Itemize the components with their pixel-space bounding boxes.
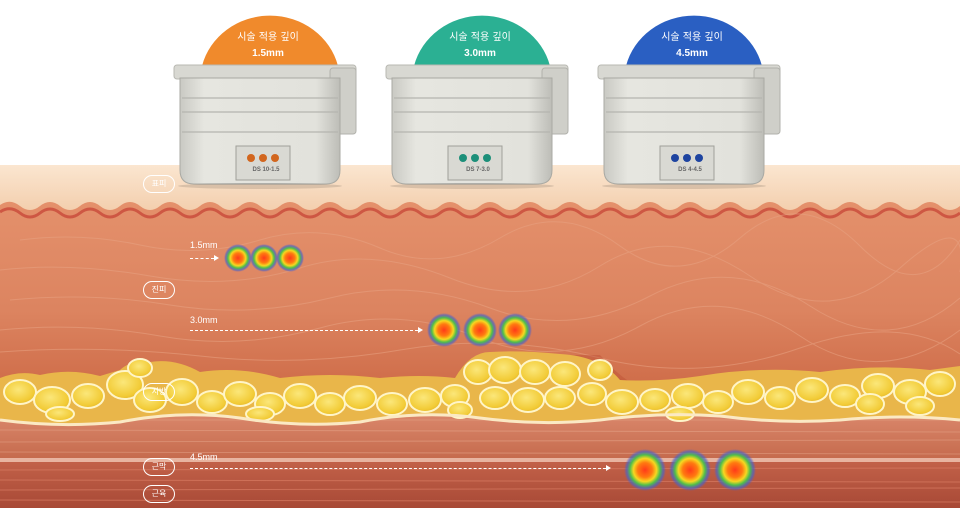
fat-cell — [639, 388, 671, 412]
depth-marker-1-label: 1.5mm — [190, 240, 218, 250]
fat-cell — [924, 371, 956, 397]
muscle-layer — [0, 458, 960, 508]
fat-cell — [196, 390, 228, 414]
cartridge-1-code: DS 10-1.5 — [252, 167, 280, 173]
cartridge-dome — [414, 15, 550, 67]
fat-cell — [764, 386, 796, 410]
cartridge-3-depth: 4.5mm — [676, 48, 708, 59]
fat-cell — [3, 379, 37, 405]
cartridge-dome — [626, 15, 762, 66]
fat-cell — [587, 359, 613, 381]
cartridge-indicator-dot — [247, 154, 255, 162]
focal-point — [427, 313, 461, 347]
fat-cell — [795, 377, 829, 403]
depth-marker-1-line — [190, 258, 214, 259]
cartridge-indicator-dot — [471, 154, 479, 162]
depth-marker-3-line — [190, 468, 606, 469]
focal-point — [714, 449, 756, 491]
fat-cell — [905, 396, 935, 416]
focal-point — [463, 313, 497, 347]
layer-label-dermis: 진피 — [143, 281, 175, 299]
cartridge-1-title: 시술 적용 깊이 1.5mm — [198, 28, 338, 59]
cartridge-indicator-dot — [695, 154, 703, 162]
cartridge-1 — [173, 15, 357, 189]
cartridge-3-code: DS 4-4.5 — [678, 167, 702, 173]
cartridge-indicator-dot — [259, 154, 267, 162]
cartridge-body — [391, 77, 553, 185]
cartridge-indicator-dot — [683, 154, 691, 162]
depth-marker-2-line — [190, 330, 418, 331]
fat-cell — [408, 387, 442, 413]
cartridge-indicator-dot — [483, 154, 491, 162]
focal-point — [624, 449, 666, 491]
fat-cell — [479, 386, 511, 410]
cartridge-1-depth: 1.5mm — [252, 48, 284, 59]
cartridge-2-title: 시술 적용 깊이 3.0mm — [410, 28, 550, 59]
fat-cell — [314, 392, 346, 416]
layer-label-fat: 지방 — [143, 383, 175, 401]
fat-cell — [605, 389, 639, 415]
focal-points-3.0mm — [427, 313, 532, 347]
cartridge-indicator-dot — [271, 154, 279, 162]
fat-cell — [577, 382, 607, 406]
fat-cell — [283, 383, 317, 409]
fat-cell — [463, 359, 493, 385]
depth-marker-2-arrow — [418, 327, 423, 333]
fat-cell — [223, 381, 257, 407]
focal-point — [276, 244, 304, 272]
depth-marker-3-label: 4.5mm — [190, 452, 218, 462]
cartridge-dome — [202, 15, 338, 67]
fat-cell — [376, 392, 408, 416]
fat-cell — [488, 356, 522, 384]
cartridge-1-heading: 시술 적용 깊이 — [237, 32, 299, 43]
fat-cell — [731, 379, 765, 405]
fat-cell — [671, 383, 705, 409]
depth-marker-2-label: 3.0mm — [190, 315, 218, 325]
depth-marker-1-arrow — [214, 255, 219, 261]
cartridge-body — [179, 77, 341, 185]
fat-cell — [127, 358, 153, 378]
cartridge-2-heading: 시술 적용 깊이 — [449, 32, 511, 43]
cartridge-indicator-dot — [459, 154, 467, 162]
cartridge-indicator-dot — [671, 154, 679, 162]
focal-point — [250, 244, 278, 272]
fat-cell — [71, 383, 105, 409]
fat-cell — [702, 390, 734, 414]
fat-cell — [45, 406, 75, 422]
focal-point — [224, 244, 252, 272]
cartridge-2-code: DS 7-3.0 — [466, 167, 490, 173]
cartridge-body — [603, 77, 765, 185]
depth-marker-3-arrow — [606, 465, 611, 471]
focal-point — [498, 313, 532, 347]
layer-label-muscle: 근육 — [143, 485, 175, 503]
fat-cell — [544, 386, 576, 410]
cartridge-3 — [597, 15, 781, 189]
fat-cell — [549, 361, 581, 387]
focal-point — [669, 449, 711, 491]
focal-points-4.5mm — [624, 449, 756, 491]
fat-cell — [106, 370, 144, 400]
fat-cell — [519, 359, 551, 385]
cartridge-2 — [385, 15, 569, 189]
fat-cell — [343, 385, 377, 411]
focal-points-1.5mm — [224, 244, 304, 272]
cartridge-2-depth: 3.0mm — [464, 48, 496, 59]
layer-label-epidermis: 표피 — [143, 175, 175, 193]
fat-cell — [855, 393, 885, 415]
cartridge-3-title: 시술 적용 깊이 4.5mm — [622, 28, 762, 59]
cartridge-3-heading: 시술 적용 깊이 — [661, 32, 723, 43]
fat-cell — [511, 387, 545, 413]
layer-label-fascia: 근막 — [143, 458, 175, 476]
